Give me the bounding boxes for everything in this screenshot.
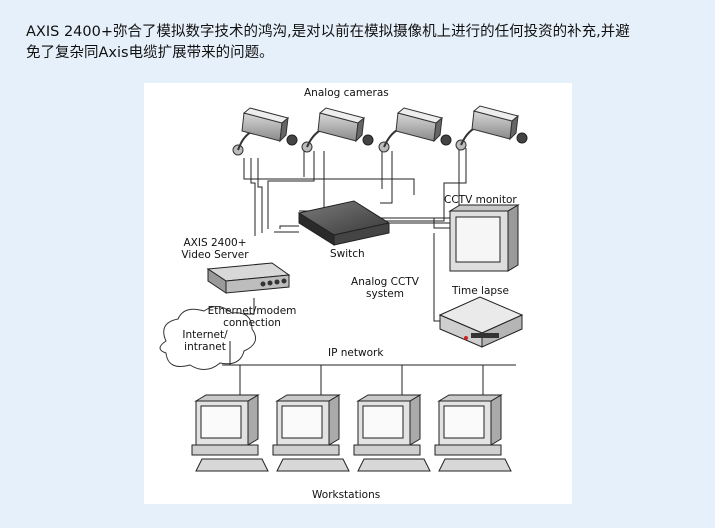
analog-camera-3: [378, 107, 452, 153]
label-analog-cctv-line-2: system: [366, 288, 404, 300]
label-axis-line-2: Video Server: [181, 249, 249, 261]
label-internet-intranet: Internet/ intranet: [164, 329, 246, 353]
label-ethernet-line-1: Ethernet/modem: [207, 305, 297, 317]
label-internet-line-1: Internet/: [182, 329, 228, 341]
label-analog-cameras: Analog cameras: [304, 87, 389, 99]
label-ethernet-modem: Ethernet/modem connection: [202, 305, 302, 329]
analog-camera-2: [301, 107, 374, 153]
workstation-2: [272, 394, 350, 472]
label-analog-cctv-line-1: Analog CCTV: [351, 276, 419, 288]
analog-camera-1: [232, 107, 298, 156]
label-ip-network: IP network: [328, 347, 384, 359]
workstation-4: [434, 394, 512, 472]
label-internet-line-2: intranet: [184, 341, 226, 353]
label-switch: Switch: [330, 248, 365, 260]
axis-2400-video-server: [206, 262, 291, 294]
switch-box: [297, 200, 391, 246]
label-axis-line-1: AXIS 2400+: [183, 237, 247, 249]
label-axis-video-server: AXIS 2400+ Video Server: [178, 237, 252, 261]
label-workstations: Workstations: [312, 489, 381, 501]
intro-line-2: 免了复杂同Axis电缆扩展带来的问题。: [26, 45, 274, 61]
diagram-graphics: [159, 105, 528, 472]
label-analog-cctv-system: Analog CCTV system: [344, 276, 426, 300]
label-time-lapse: Time lapse: [452, 285, 509, 297]
time-lapse-recorder: [438, 296, 524, 348]
workstation-3: [353, 394, 431, 472]
analog-camera-4: [455, 105, 528, 151]
label-cctv-monitor: CCTV monitor: [444, 194, 517, 206]
intro-paragraph: AXIS 2400+弥合了模拟数字技术的鸿沟,是对以前在模拟摄像机上进行的任何投…: [26, 22, 696, 64]
network-diagram: Analog cameras CCTV monitor AXIS 2400+ V…: [144, 83, 572, 504]
intro-line-1: AXIS 2400+弥合了模拟数字技术的鸿沟,是对以前在模拟摄像机上进行的任何投…: [26, 24, 630, 40]
cctv-monitor: [448, 204, 520, 272]
workstation-1: [191, 394, 269, 472]
label-ethernet-line-2: connection: [223, 317, 281, 329]
internet-cloud: [159, 306, 257, 370]
